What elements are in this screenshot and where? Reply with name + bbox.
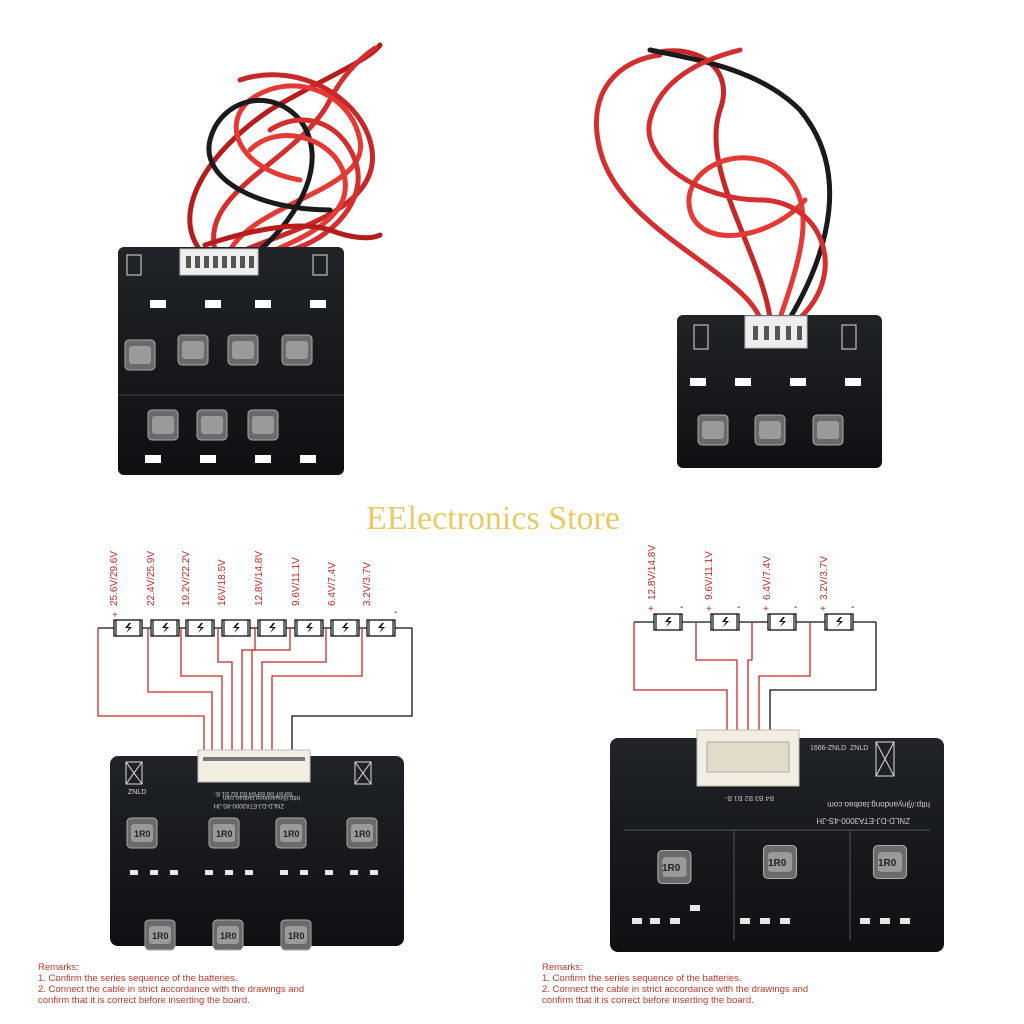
board-model-8s: ZNLD-DJ-ETA3000-8S-JH bbox=[214, 802, 284, 808]
voltage-label: 6.4V/7.4V bbox=[762, 556, 773, 600]
inductor-label: 1R0 bbox=[134, 829, 151, 839]
voltage-labels: 12.8V/14.8V 9.6V/11.1V 6.4V/7.4V 3.2V/3.7V +… bbox=[647, 545, 830, 615]
minus-sign: - bbox=[794, 602, 797, 613]
battery-cell-icon bbox=[653, 613, 683, 631]
voltage-label: 3.2V/3.7V bbox=[362, 562, 373, 606]
inductor-label: 1R0 bbox=[878, 858, 897, 869]
inductor-label: 1R0 bbox=[220, 931, 237, 941]
remarks-line-2: 2. Connect the cable in strict accordanc… bbox=[38, 984, 305, 995]
battery-cell-icon bbox=[113, 619, 143, 637]
remarks-right: Remarks: 1. Confirm the series sequence … bbox=[542, 962, 808, 1006]
photo-4s-board bbox=[593, 47, 882, 468]
battery-cell-icon bbox=[767, 613, 797, 631]
voltage-label: 12.8V/14.8V bbox=[647, 545, 658, 600]
voltage-label: 12.8V/14.8V bbox=[254, 551, 265, 606]
pin-labels: B4 B3 B2 B1 B- bbox=[724, 794, 774, 801]
board-8s bbox=[110, 756, 404, 946]
plus-sign: + bbox=[648, 604, 654, 615]
board-brand-4s: ZNLD bbox=[850, 745, 868, 752]
minus-sign: - bbox=[851, 602, 854, 613]
battery-cell-icon bbox=[150, 619, 180, 637]
voltage-label: 25.6V/29.6V bbox=[109, 551, 120, 606]
inductor-label: 1R0 bbox=[288, 931, 305, 941]
battery-cell-icon bbox=[185, 619, 215, 637]
board-serial-4s: 1666-ZNLD bbox=[810, 745, 846, 752]
remarks-title: Remarks: bbox=[38, 962, 79, 973]
inductor-label: 1R0 bbox=[768, 858, 787, 869]
wiring-diagram-8s: 25.6V/29.6V 22.4V/25.9V 19.2V/22.2V 16V/18.… bbox=[97, 551, 413, 951]
remarks-line-3: confirm that it is correct before insert… bbox=[542, 995, 754, 1006]
inductor-label: 1R0 bbox=[662, 863, 681, 874]
board-brand-8s: ZNLD bbox=[128, 789, 146, 796]
remarks-line-2: 2. Connect the cable in strict accordanc… bbox=[542, 984, 809, 995]
plus-sign: + bbox=[112, 610, 118, 621]
board-url-8s: http://jinyandong.taobao.com bbox=[223, 794, 300, 800]
battery-cell-icon bbox=[366, 619, 396, 637]
plus-sign: + bbox=[763, 604, 769, 615]
remarks-left: Remarks: 1. Confirm the series sequence … bbox=[38, 962, 304, 1006]
battery-cell-icon bbox=[221, 619, 251, 637]
pin-labels: B8 B7 B6 B5 B4 B3 B2 B1 B- bbox=[214, 790, 292, 796]
inductor-label: 1R0 bbox=[283, 829, 300, 839]
voltage-label: 16V/18.5V bbox=[217, 559, 228, 606]
voltage-labels: 25.6V/29.6V 22.4V/25.9V 19.2V/22.2V 16V/18.… bbox=[109, 551, 373, 606]
voltage-label: 22.4V/25.9V bbox=[146, 551, 157, 606]
voltage-label: 9.6V/11.1V bbox=[704, 551, 715, 600]
plus-sign: + bbox=[820, 604, 826, 615]
remarks-line-1: 1. Confirm the series sequence of the ba… bbox=[38, 973, 238, 984]
board-model-4s: ZNLD-DJ-ETA3000-4S-JH bbox=[816, 816, 910, 825]
voltage-label: 9.6V/11.1V bbox=[291, 557, 302, 606]
minus-sign: - bbox=[394, 607, 397, 618]
inductor-label: 1R0 bbox=[216, 829, 233, 839]
voltage-label: 6.4V/7.4V bbox=[327, 562, 338, 606]
minus-sign: - bbox=[737, 602, 740, 613]
battery-cell-icon bbox=[824, 613, 854, 631]
voltage-label: 3.2V/3.7V bbox=[819, 556, 830, 600]
inductor-label: 1R0 bbox=[152, 931, 169, 941]
battery-cell-icon bbox=[330, 619, 360, 637]
photo-8s-board bbox=[118, 42, 383, 475]
store-watermark: EElectronics Store bbox=[366, 500, 620, 537]
inductor-label: 1R0 bbox=[354, 829, 371, 839]
remarks-line-1: 1. Confirm the series sequence of the ba… bbox=[542, 973, 742, 984]
voltage-label: 19.2V/22.2V bbox=[181, 551, 192, 606]
board-url-4s: http://jinyandong.taobao.com bbox=[827, 800, 930, 809]
plus-sign: + bbox=[706, 604, 712, 615]
battery-cell-icon bbox=[257, 619, 287, 637]
minus-sign: - bbox=[680, 602, 683, 613]
wiring-diagram-4s: 12.8V/14.8V 9.6V/11.1V 6.4V/7.4V 3.2V/3.7V +… bbox=[610, 545, 944, 952]
remarks-line-3: confirm that it is correct before insert… bbox=[38, 995, 250, 1006]
battery-cell-icon bbox=[294, 619, 324, 637]
remarks-title: Remarks: bbox=[542, 962, 583, 973]
battery-cell-icon bbox=[710, 613, 740, 631]
